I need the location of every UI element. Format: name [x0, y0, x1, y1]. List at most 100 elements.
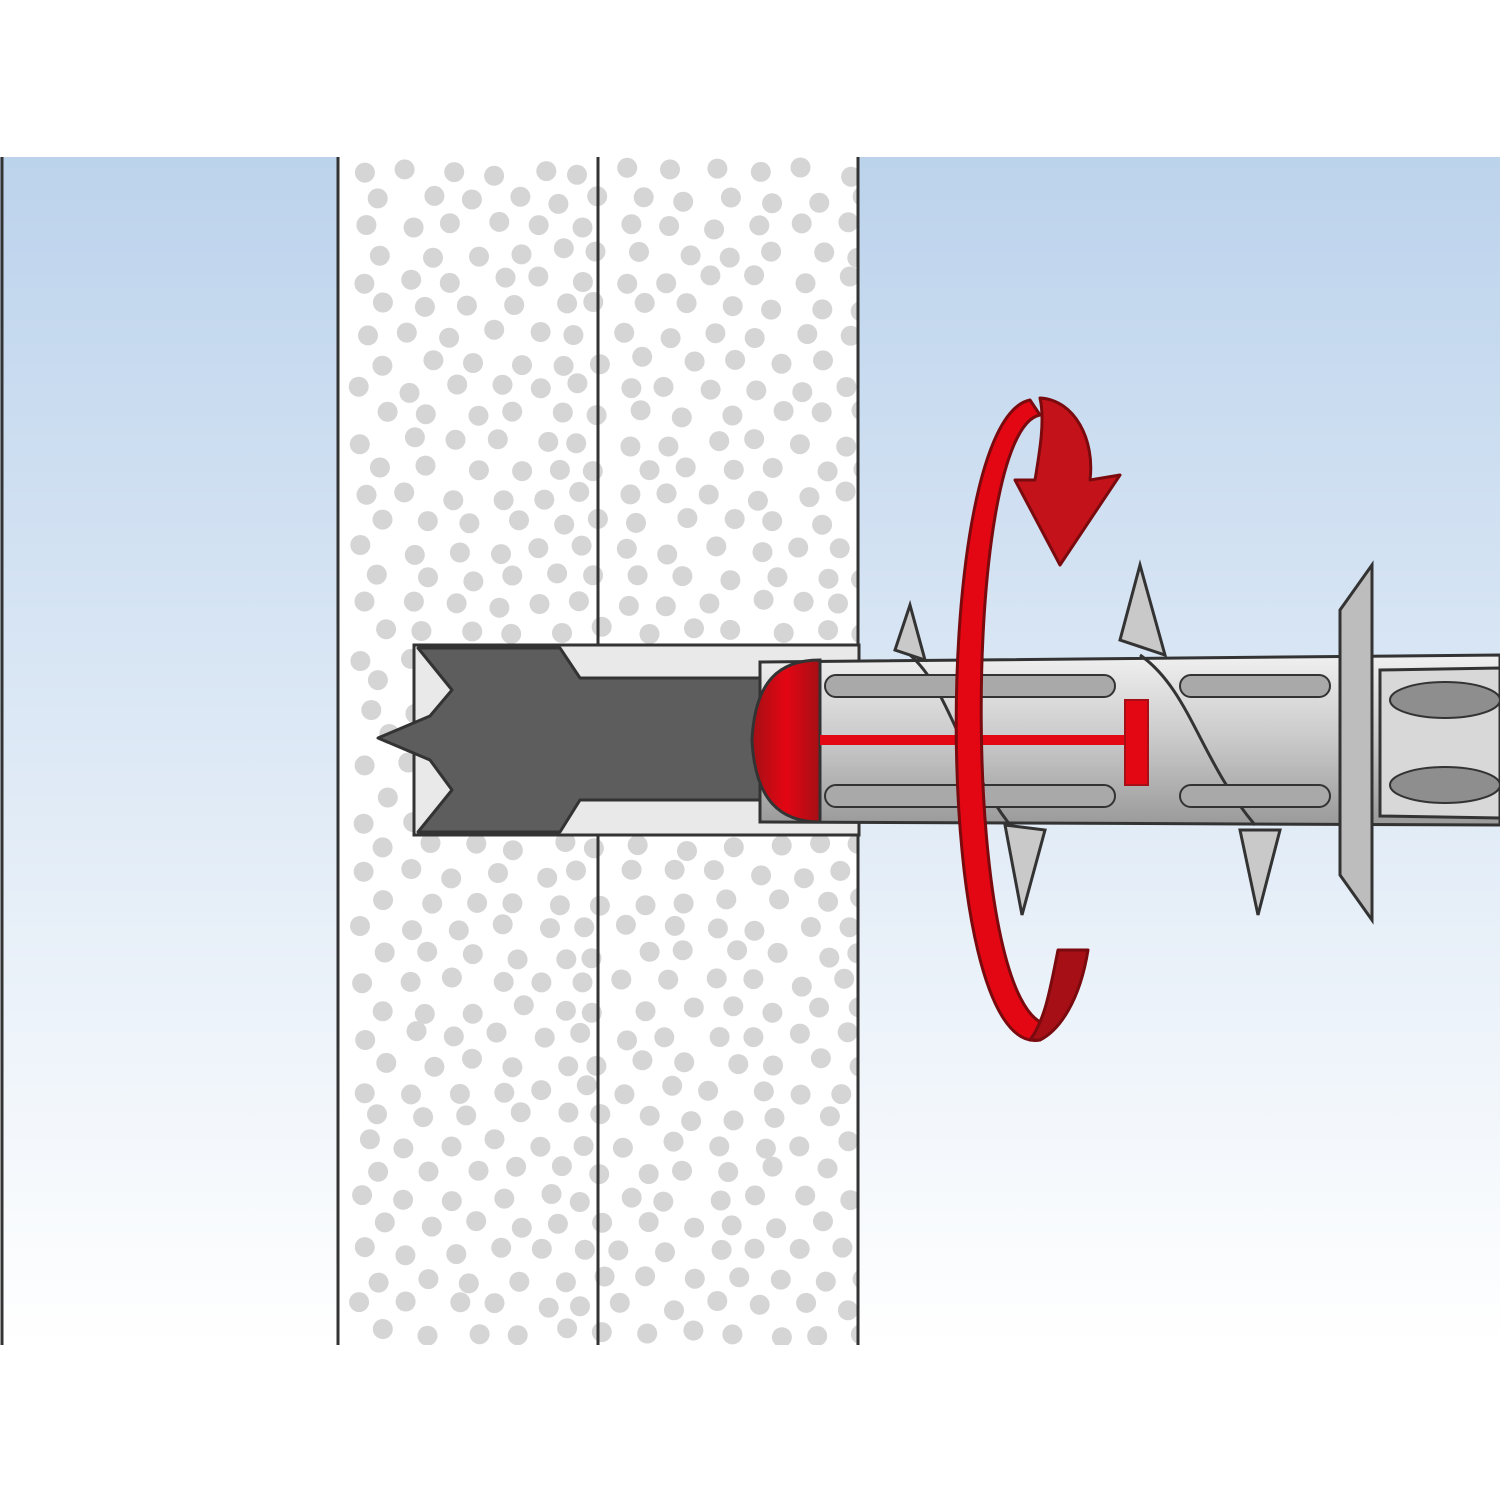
board-dot — [681, 1111, 702, 1132]
board-dot — [494, 1188, 515, 1209]
board-dot — [570, 1296, 590, 1317]
board-dot — [572, 217, 593, 238]
board-dot — [367, 670, 388, 691]
board-dot — [366, 564, 387, 585]
board-dot — [349, 434, 370, 455]
board-dot — [502, 565, 523, 586]
board-dot — [502, 1057, 523, 1078]
board-dot — [639, 941, 660, 962]
board-dot — [395, 1245, 416, 1266]
board-dot — [720, 187, 741, 208]
board-dot — [654, 1027, 675, 1048]
anchor-slot — [1179, 784, 1331, 808]
board-dot — [807, 1326, 828, 1345]
board-dot — [468, 405, 489, 426]
board-dot — [810, 1048, 831, 1069]
board-dot — [770, 1269, 791, 1290]
board-dot — [836, 436, 857, 457]
board-dot — [720, 570, 741, 591]
board-dot — [463, 571, 484, 592]
board-dot — [528, 215, 549, 236]
board-dot — [725, 349, 746, 370]
board-dot — [674, 1052, 695, 1073]
board-dot — [815, 1271, 836, 1292]
board-dot — [750, 161, 771, 182]
board-dot — [850, 301, 858, 321]
board-dot — [443, 1026, 464, 1047]
board-dot — [530, 378, 551, 399]
board-dot — [509, 510, 529, 531]
board-dot — [456, 295, 477, 316]
board-dot — [810, 833, 831, 854]
board-dot — [572, 272, 593, 292]
board-dot — [799, 487, 820, 508]
board-dot — [492, 374, 513, 395]
board-dot — [466, 1211, 487, 1232]
board-dot — [609, 1292, 630, 1313]
board-dot — [683, 997, 704, 1018]
board-dot — [531, 1238, 552, 1259]
board-dot — [448, 920, 469, 941]
board-dot — [489, 597, 510, 618]
board-dot — [372, 355, 393, 376]
board-dot — [839, 917, 858, 938]
board-dot — [359, 1129, 380, 1150]
board-dot — [446, 593, 467, 614]
board-dot — [350, 916, 370, 936]
board-dot — [771, 1327, 792, 1345]
board-dot — [555, 832, 576, 852]
board-dot — [549, 895, 570, 916]
board-dot — [414, 296, 435, 317]
board-dot — [789, 1136, 810, 1157]
board-dot — [495, 267, 516, 288]
board-dot — [537, 867, 558, 888]
board-dot — [557, 293, 578, 314]
board-dot — [415, 404, 436, 425]
board-dot — [744, 920, 765, 941]
board-dot — [488, 863, 508, 883]
board-dot — [673, 191, 694, 212]
board-dot — [635, 1001, 656, 1022]
board-dot — [699, 593, 720, 614]
board-dot — [832, 1237, 853, 1258]
board-dot — [639, 460, 660, 481]
board-dot — [554, 514, 575, 535]
board-dot — [441, 1136, 462, 1157]
board-dot — [850, 887, 858, 908]
board-dot — [449, 542, 470, 563]
board-dot — [707, 158, 728, 179]
board-dot — [839, 266, 858, 287]
board-dot — [795, 1185, 816, 1206]
board-dot — [536, 161, 557, 182]
board-dot — [762, 511, 783, 532]
board-dot — [512, 355, 532, 376]
board-dot — [486, 1022, 507, 1043]
board-dot — [594, 1266, 615, 1287]
board-dot — [834, 968, 855, 989]
board-dot — [719, 247, 740, 268]
board-dot — [583, 838, 604, 859]
board-dot — [484, 1293, 505, 1314]
board-dot — [818, 620, 839, 641]
board-dot — [376, 1052, 397, 1073]
board-dot — [511, 244, 532, 265]
board-dot — [627, 565, 648, 586]
board-dot — [509, 1271, 530, 1292]
board-dot — [664, 915, 685, 936]
drill-bit — [376, 646, 762, 834]
board-dot — [747, 490, 768, 511]
board-dot — [549, 459, 570, 480]
board-dot — [367, 188, 388, 209]
board-dot — [502, 893, 523, 914]
board-dot — [658, 436, 679, 457]
board-dot — [458, 1273, 479, 1294]
board-dot — [463, 353, 483, 373]
board-dot — [791, 976, 812, 997]
board-dot — [744, 328, 765, 348]
board-dot — [583, 565, 604, 586]
board-dot — [374, 942, 395, 963]
board-dot — [555, 1000, 576, 1021]
board-dot — [413, 1107, 434, 1128]
board-dot — [349, 1292, 370, 1313]
board-dot — [350, 651, 371, 671]
